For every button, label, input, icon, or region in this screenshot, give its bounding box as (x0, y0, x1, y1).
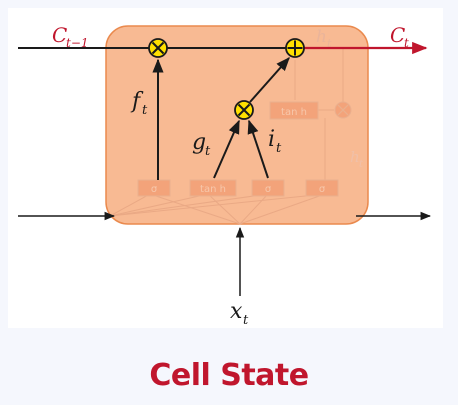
label-c-next: C t (390, 23, 409, 50)
faded-label-h-right: h t (350, 148, 364, 170)
faded-gate-tanh-1: tan h (189, 179, 237, 197)
svg-text:g: g (192, 130, 206, 155)
svg-text:x: x (230, 299, 243, 324)
svg-text:tan h: tan h (281, 107, 307, 118)
svg-text:C: C (390, 23, 405, 47)
svg-text:C: C (52, 23, 67, 47)
faded-label-h-top: h t (316, 27, 332, 50)
svg-text:t: t (276, 141, 282, 156)
svg-text:t: t (142, 103, 148, 118)
label-g: g t (192, 130, 211, 159)
input-gate-line (247, 119, 269, 179)
multiply-icon-input (234, 100, 254, 120)
svg-text:h: h (350, 148, 360, 166)
svg-text:t: t (243, 313, 249, 328)
faded-gate-sigma-2: σ (251, 179, 285, 197)
faded-input-wiring (109, 48, 344, 225)
add-icon (285, 38, 305, 58)
svg-text:σ: σ (151, 184, 158, 195)
faded-gate-sigma-1: σ (137, 179, 171, 197)
svg-text:h: h (316, 27, 327, 47)
svg-text:t−1: t−1 (66, 36, 89, 50)
multiply-icon-forget (148, 38, 168, 58)
label-x: x t (230, 299, 249, 328)
svg-text:t: t (205, 144, 211, 159)
faded-gate-sigma-3: σ (305, 179, 339, 197)
faded-gate-tanh-out: tan h (269, 101, 319, 120)
label-c-prev: C t−1 (52, 23, 89, 50)
svg-text:t: t (359, 159, 364, 170)
candidate-line (213, 119, 240, 179)
svg-text:t: t (404, 36, 409, 50)
faded-multiply-icon-out (334, 101, 352, 119)
svg-text:tan h: tan h (200, 184, 226, 195)
svg-text:σ: σ (319, 184, 326, 195)
update-line (249, 56, 290, 103)
svg-text:σ: σ (265, 184, 272, 195)
label-i: i t (268, 127, 282, 156)
svg-text:t: t (327, 37, 332, 50)
svg-text:i: i (268, 127, 275, 152)
slide-caption: Cell State (149, 358, 309, 393)
